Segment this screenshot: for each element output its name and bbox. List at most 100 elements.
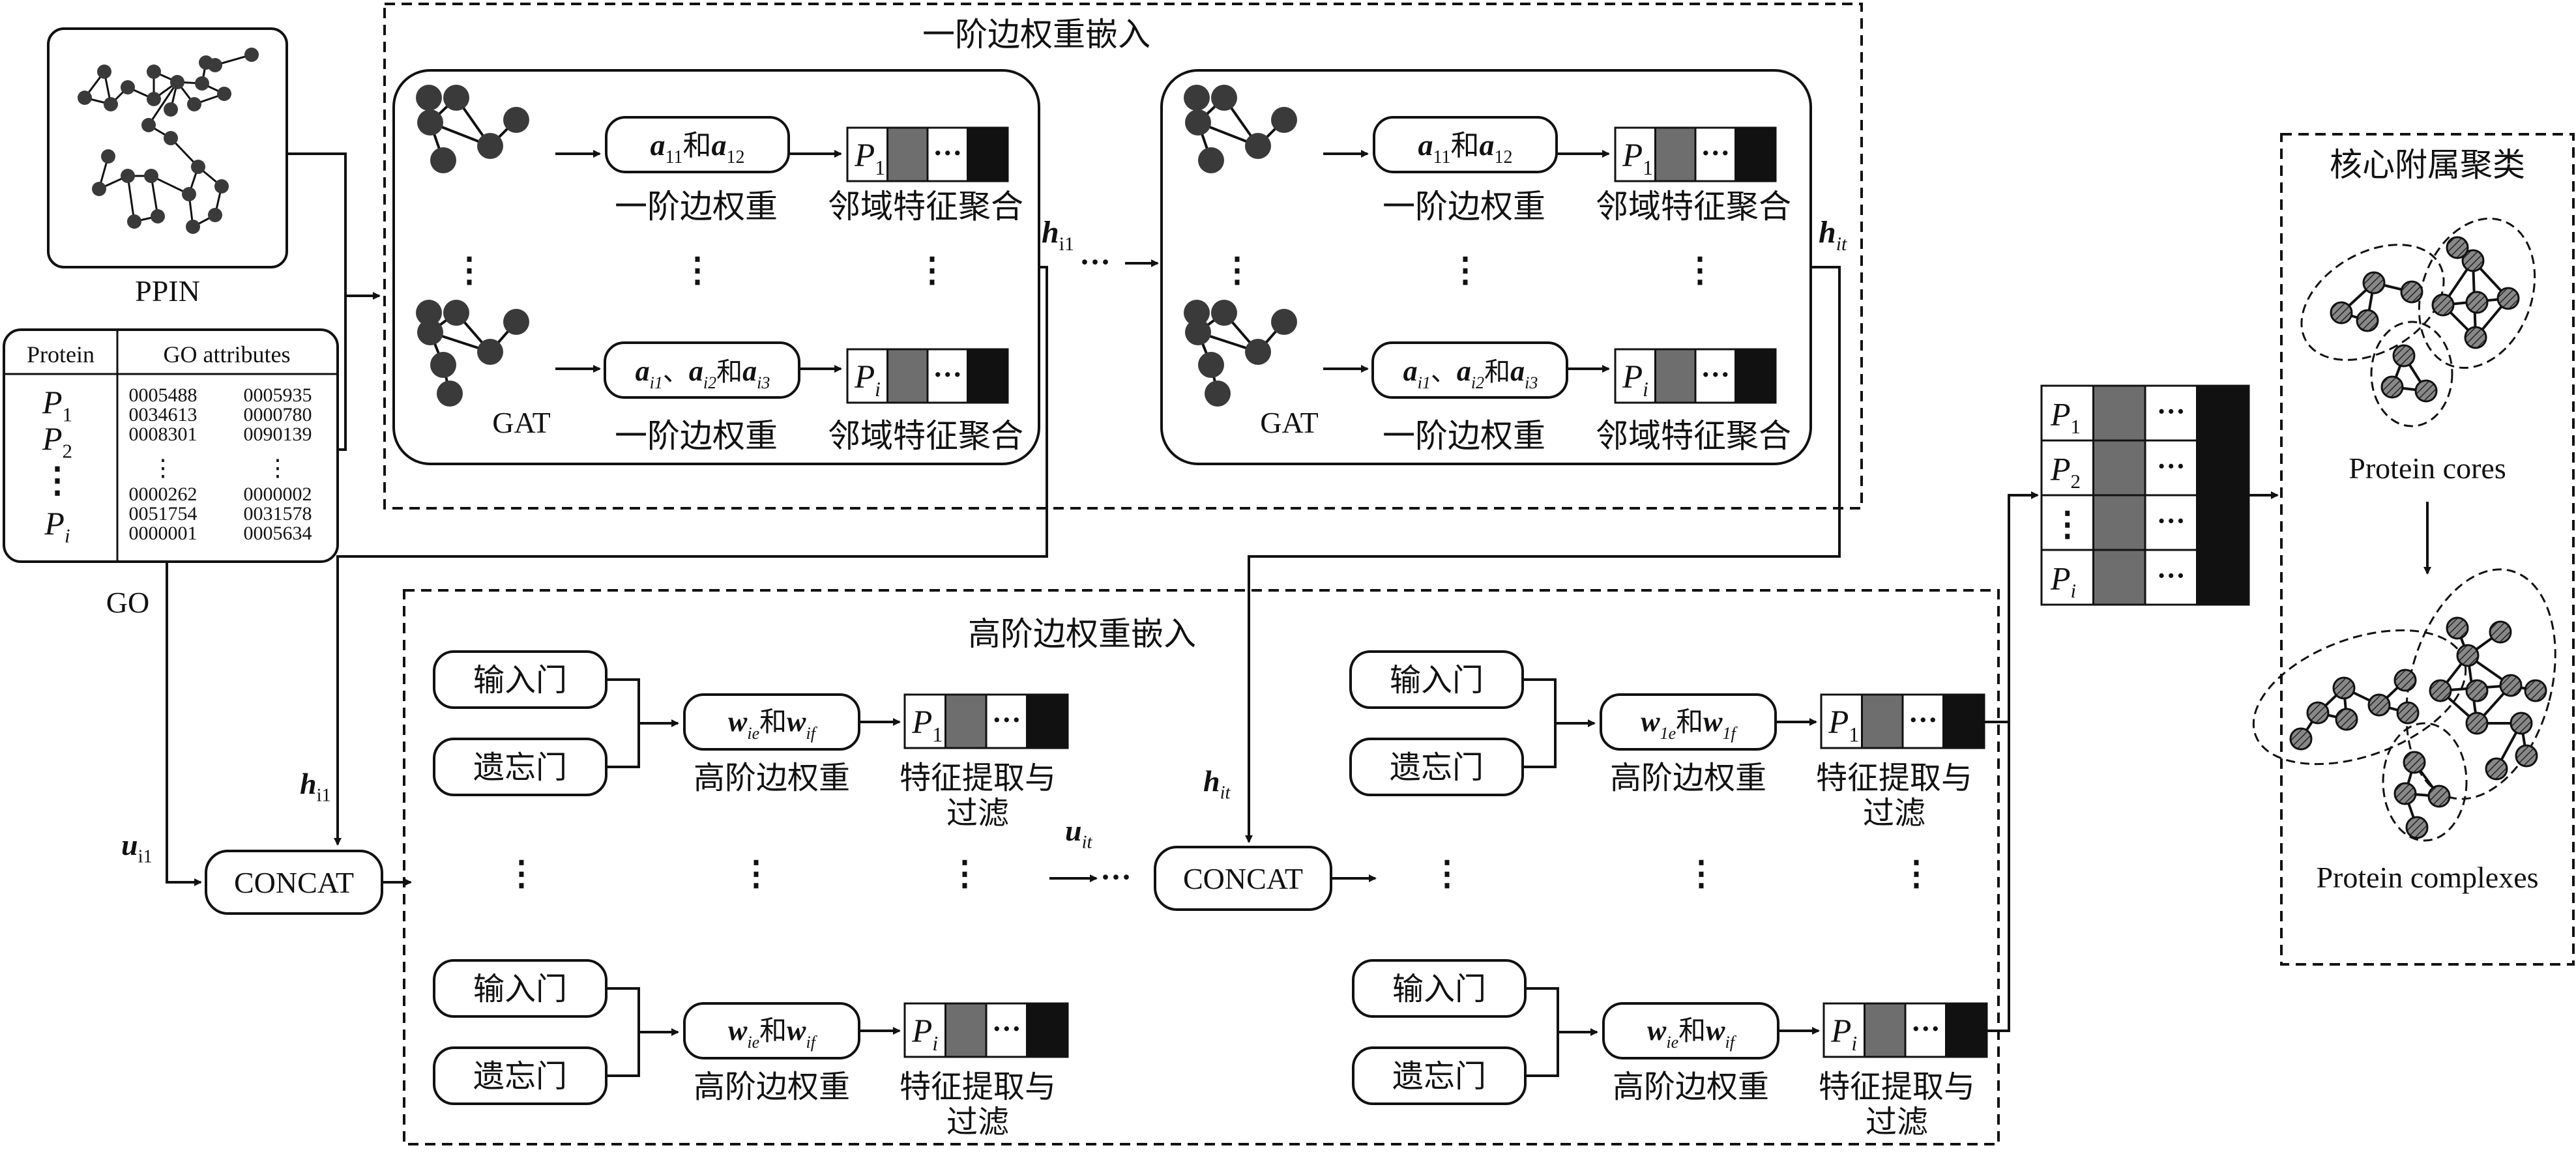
feature-cell-text: P1 (911, 704, 943, 746)
h-it-label: hit (1819, 215, 1847, 255)
protein-p1: P1 (42, 384, 72, 426)
graph-node (1198, 147, 1224, 173)
u-i1-label: ui1 (121, 828, 153, 867)
graph-node (417, 319, 443, 345)
vdots: ⋮ (915, 252, 949, 289)
output-feature-matrix: P1···P2···⋮···Pi··· (2040, 384, 2250, 606)
sub: 11 (666, 147, 683, 167)
feature-cell-gray (1654, 348, 1697, 404)
h-it-concat-label: hit (1203, 764, 1231, 803)
feature-cell-text: P1 (1828, 704, 1859, 746)
matrix-cell-black (2196, 384, 2250, 442)
sym: w (1641, 706, 1660, 738)
complex-3 (2393, 751, 2451, 839)
ppin-node (78, 91, 92, 105)
ppin-node (164, 102, 178, 117)
graph-node (1211, 85, 1237, 111)
math-subscript: i (2071, 579, 2077, 602)
sub: i2 (1471, 373, 1484, 392)
ppin-node (151, 209, 165, 223)
graph-node (477, 339, 503, 365)
label-high-order-weight: 高阶边权重 (694, 1069, 850, 1105)
math-symbol: u (1065, 814, 1082, 847)
math-subscript: i (932, 1032, 938, 1055)
graph-node (1271, 309, 1297, 335)
ellipsis: ··· (1100, 860, 1132, 895)
ellipsis-text: ··· (1701, 137, 1730, 169)
ppin-node (187, 97, 201, 111)
math-symbol: h (1819, 215, 1836, 250)
vdots: ⋮ (948, 856, 982, 893)
sub: 1e (1660, 724, 1676, 743)
u-it-label: uit (1065, 814, 1093, 853)
connector-lines (166, 152, 2279, 1032)
weight-pill-top (605, 116, 790, 173)
complex-1 (2289, 669, 2420, 751)
cluster-node (2485, 757, 2508, 781)
cluster-node (2396, 701, 2420, 725)
sym: a (651, 128, 666, 162)
label-aggregation: 邻域特征聚合 (828, 188, 1023, 225)
math-symbol: u (121, 828, 138, 861)
high-order-left-top: 输入门遗忘门wie和wif高阶边权重特征提取与过滤P1··· (433, 650, 1069, 831)
graph-node (477, 133, 503, 159)
graph-node (430, 147, 456, 173)
feature-cell-text: Pi (1622, 358, 1648, 401)
label-first-order-weight: 一阶边权重 (1383, 188, 1545, 225)
gate-merge-line (606, 987, 640, 1077)
math-subscript: 1 (875, 156, 885, 179)
high-order-weight-pill (683, 1002, 860, 1059)
cluster-node (2356, 309, 2379, 332)
math-subscript: i1 (317, 786, 331, 806)
protein-p2: P2 (42, 420, 72, 463)
math-subscript: i1 (138, 847, 153, 867)
matrix-vdots: ⋮ (2051, 506, 2085, 543)
sub: 12 (726, 147, 744, 167)
matrix-cell-ellipsis (2144, 439, 2198, 497)
core-1 (2330, 271, 2423, 332)
core-ellipse (2300, 244, 2445, 361)
matrix-cell-label (2040, 439, 2094, 497)
vdots: ⋮ (1220, 252, 1254, 289)
cluster-node (2465, 679, 2489, 702)
sub: 12 (1494, 147, 1512, 167)
matrix-row: ⋮··· (2040, 494, 2250, 551)
cluster-node (2306, 701, 2330, 725)
matrix-ellipsis: ··· (2157, 450, 2186, 482)
forget-gate-label: 遗忘门 (1390, 749, 1484, 786)
feature-cell-black (1945, 1002, 1988, 1058)
matrix-cell-gray (2092, 439, 2146, 497)
gate-merge-line (1525, 987, 1559, 1077)
gat-label: GAT (1260, 406, 1318, 439)
input-gate-label: 输入门 (1392, 971, 1486, 1007)
table-header-go: GO attributes (164, 341, 291, 367)
matrix-row: Pi··· (2040, 549, 2250, 606)
sym: a (1403, 355, 1418, 387)
cluster-node (2380, 375, 2404, 399)
matrix-ellipsis: ··· (2157, 396, 2186, 427)
matrix-row-label: P2 (2050, 450, 2081, 493)
ppin-node (121, 169, 135, 183)
complex-ellipse (2405, 568, 2556, 800)
and: 和 (759, 1015, 787, 1046)
label-aggregation: 邻域特征聚合 (828, 417, 1023, 455)
ppin-node (121, 80, 135, 94)
ppin-node (170, 75, 184, 89)
graph-node (1245, 133, 1271, 159)
math-symbol: h (1203, 764, 1220, 798)
weight-text-top: a11和a12 (1418, 128, 1513, 167)
weight-pill-bottom (1371, 341, 1568, 399)
matrix-row: P1··· (2040, 384, 2250, 442)
cluster-node (2393, 669, 2417, 692)
high-order-weight-text: wie和wif (728, 706, 818, 743)
feature-cell-ellipsis (1694, 348, 1736, 404)
high-order-left-bottom: 输入门遗忘门wie和wif高阶边权重特征提取与过滤Pi··· (433, 959, 1069, 1140)
ellipsis-text: ··· (1909, 704, 1938, 736)
feature-cell-ellipsis (985, 1002, 1028, 1058)
go-id: 0000780 (244, 404, 312, 425)
ppin-node (195, 76, 209, 91)
ellipsis-text: ··· (933, 358, 962, 391)
label-first-order-weight: 一阶边权重 (1383, 417, 1545, 455)
go-id: 0005634 (244, 523, 312, 544)
